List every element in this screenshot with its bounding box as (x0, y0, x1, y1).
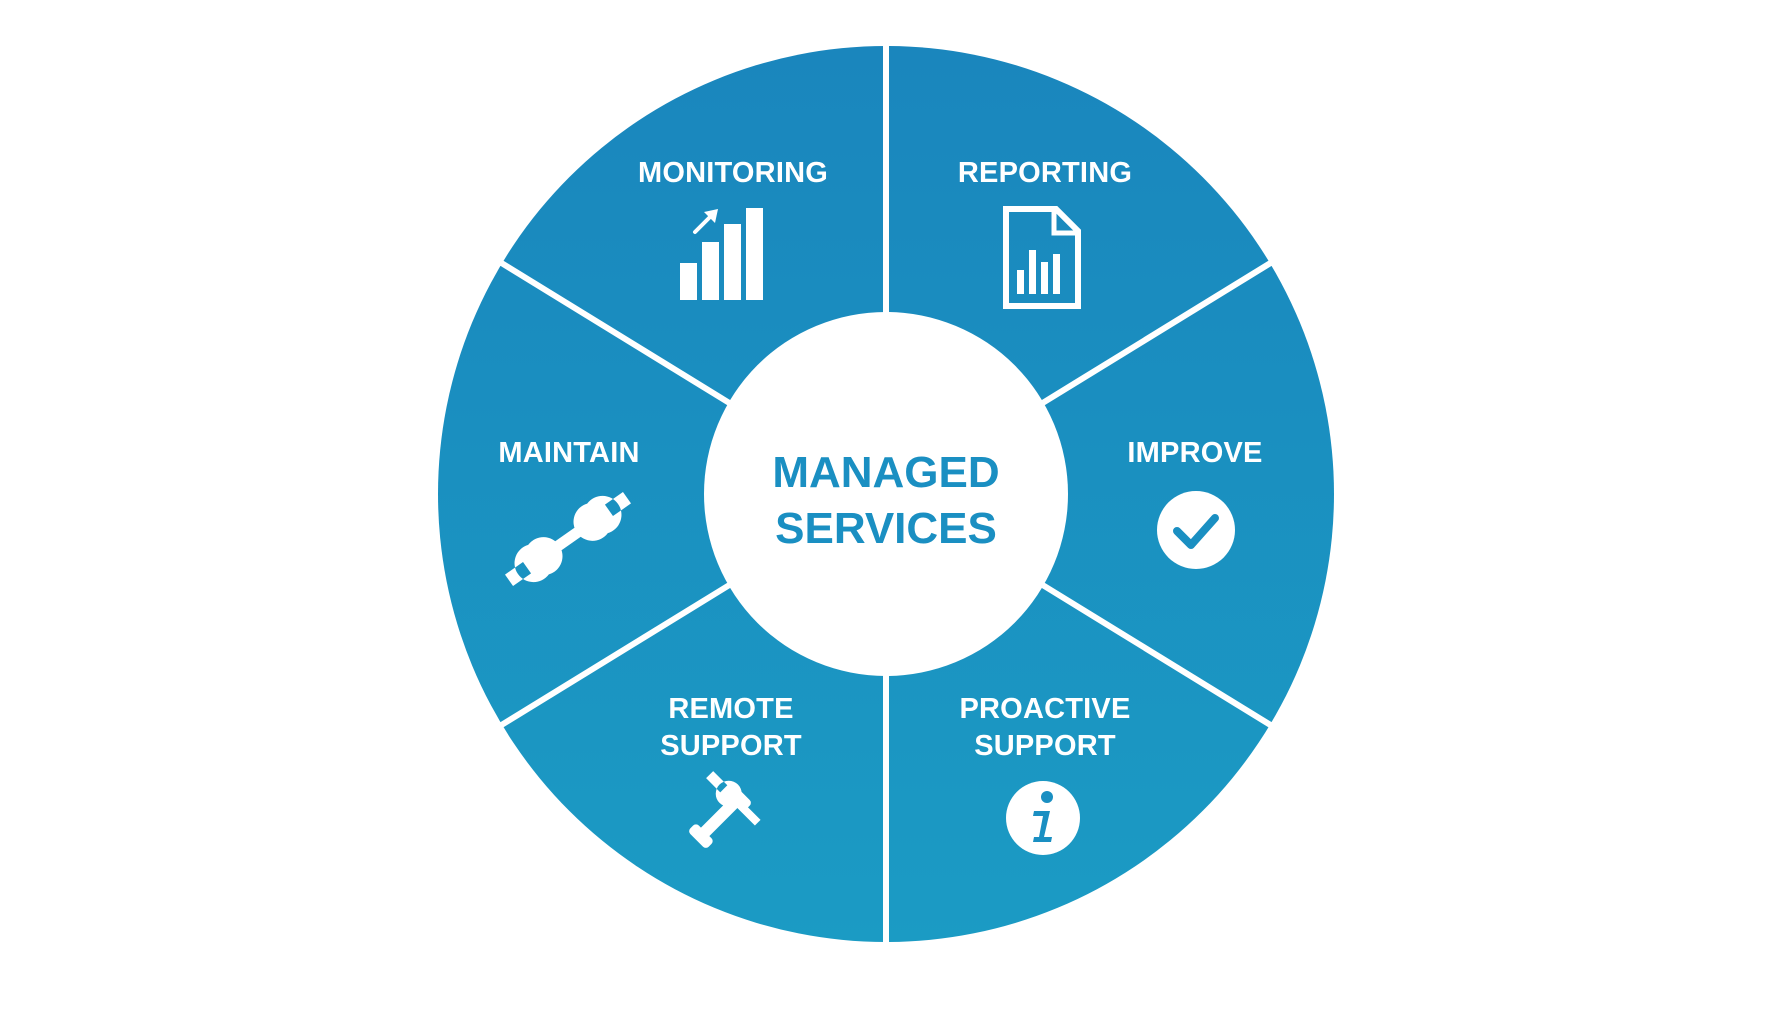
segment-proactive-support-label-line1: PROACTIVE (960, 693, 1131, 725)
check-circle-icon (1157, 491, 1235, 569)
segment-maintain: MAINTAIN (498, 437, 639, 587)
segment-proactive-support: PROACTIVE SUPPORT (960, 693, 1131, 855)
center-title-line2: SERVICES (775, 504, 997, 553)
segment-remote-support-label-line2: SUPPORT (660, 730, 802, 762)
segment-dividers (493, 40, 1279, 948)
segment-reporting-label: REPORTING (958, 157, 1132, 189)
divider-lower-right (1039, 581, 1279, 732)
segment-remote-support-label-line1: REMOTE (668, 693, 793, 725)
divider-upper-left (493, 256, 733, 407)
segment-maintain-label: MAINTAIN (498, 437, 639, 469)
segment-proactive-support-label-line2: SUPPORT (974, 730, 1116, 762)
segment-remote-support: REMOTE SUPPORT (660, 693, 802, 848)
document-chart-icon (1003, 206, 1081, 309)
segment-improve: IMPROVE (1127, 437, 1262, 569)
segment-reporting: REPORTING (958, 157, 1132, 309)
divider-lower-left (493, 581, 733, 732)
phone-wrench-icon (689, 771, 761, 848)
bar-chart-growth-icon (680, 208, 763, 300)
wrench-icon (505, 491, 631, 587)
segment-monitoring-label: MONITORING (638, 157, 828, 189)
info-circle-icon (1006, 781, 1080, 855)
center-hub (704, 312, 1068, 676)
divider-upper-right (1039, 256, 1279, 407)
segment-improve-label: IMPROVE (1127, 437, 1262, 469)
segment-monitoring: MONITORING (638, 157, 828, 300)
center-title-line1: MANAGED (772, 448, 999, 497)
